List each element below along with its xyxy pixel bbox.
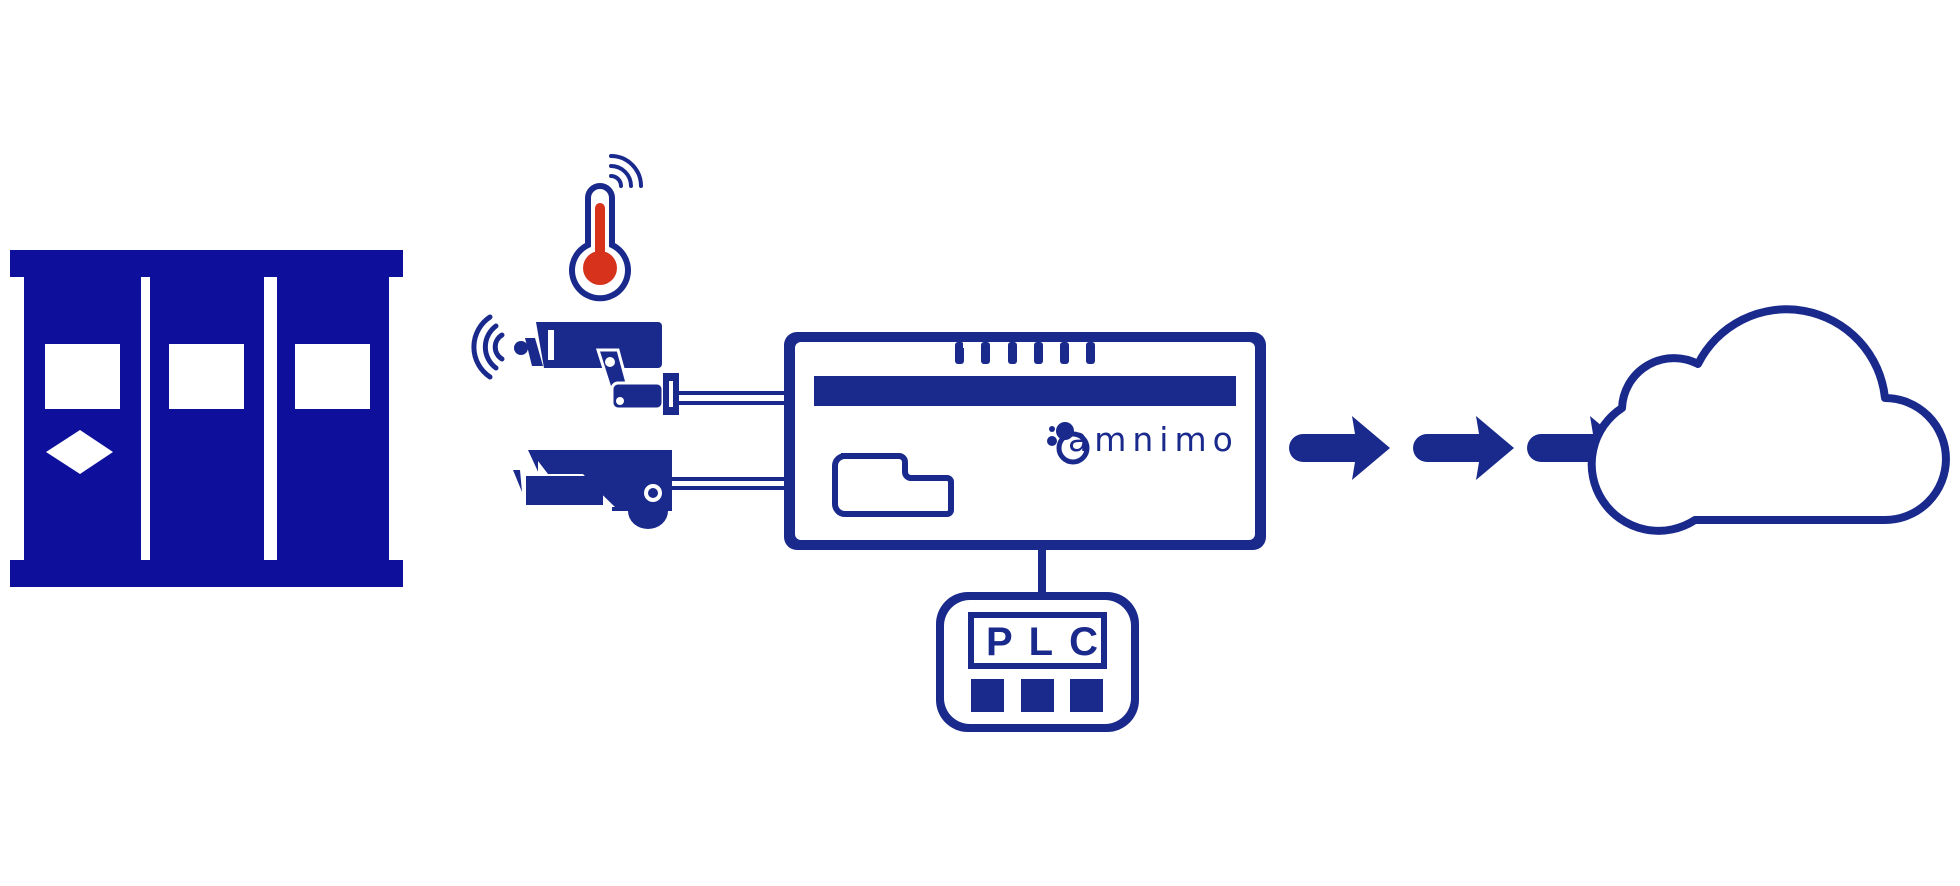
arrow-right-icon <box>1413 416 1514 480</box>
gateway-display-bar <box>814 376 1236 406</box>
card-slot-icon <box>832 453 954 517</box>
flow-arrows <box>1289 416 1628 480</box>
plc-icon: PLC <box>936 592 1139 732</box>
plc-label: PLC <box>986 620 1114 664</box>
gateway-ports <box>955 342 1095 364</box>
connection-lines <box>672 391 1046 592</box>
thermometer-wireless-icon <box>569 154 643 302</box>
security-camera-wireless-icon <box>471 314 679 415</box>
amnimo-gateway: amnimo <box>784 332 1266 550</box>
security-camera-icon <box>513 450 672 529</box>
gateway-logo-text: amnimo <box>1068 420 1239 459</box>
amnimo-logo-icon <box>1047 422 1090 465</box>
arrow-right-icon <box>1289 416 1390 480</box>
cloud-icon <box>1587 305 1950 535</box>
shipping-container-icon <box>10 250 403 587</box>
